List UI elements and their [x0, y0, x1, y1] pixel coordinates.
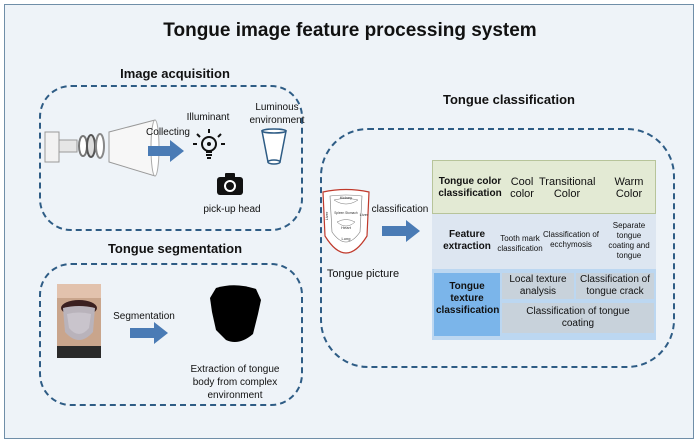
lampshade-icon [261, 128, 287, 165]
warm-color-cell: Warm Color [614, 176, 644, 200]
classification-table: Tongue color classification Cool color T… [432, 160, 656, 340]
local-texture-cell: Local texture analysis [509, 274, 567, 297]
tongue-color-row: Tongue color classification Cool color T… [432, 160, 656, 214]
collecting-arrow [148, 140, 184, 162]
classification-label: classification [371, 204, 429, 215]
tongue-texture-header-bg [434, 273, 500, 336]
tongue-map-label-lung: Lung [342, 236, 351, 241]
ecchymosis-cell: Classification of ecchymosis [542, 230, 600, 249]
classification-arrow [382, 220, 420, 242]
segmentation-label: Segmentation [113, 311, 175, 322]
segmented-tongue-mask [210, 285, 261, 342]
image-acquisition-heading: Image acquisition [120, 66, 230, 81]
tongue-map-label-liver-right: Liver [360, 212, 369, 217]
pickup-head-label: pick-up head [203, 204, 261, 215]
photo-camera-icon [217, 173, 243, 195]
image-acquisition-panel [39, 85, 303, 231]
collecting-label: Collecting [146, 127, 190, 138]
separate-coating-cell: Separate tongue coating and tongue [608, 221, 650, 260]
tongue-picture-label: Tongue picture [326, 268, 400, 280]
illuminant-label: Illuminant [186, 112, 230, 123]
tongue-segmentation-panel [39, 263, 303, 406]
extraction-label: Extraction of tongue body from complex e… [190, 364, 280, 401]
tongue-map-label-heart: Heart [341, 225, 352, 230]
feature-extraction-header: Feature extraction [443, 229, 491, 252]
camera-device-icon [44, 119, 160, 177]
tongue-coating-cell-bg [502, 303, 654, 333]
tongue-texture-header: Tongue texture classification [436, 281, 500, 316]
tongue-color-header: Tongue color classification [438, 176, 502, 199]
local-texture-cell-bg [502, 273, 574, 299]
tongue-crack-cell-bg [576, 273, 654, 299]
tongue-map-label-spleen-stomach: Spleen Stomach [334, 211, 358, 215]
tongue-map-icon: Kidney Liver Liver Spleen Stomach Heart … [322, 188, 370, 254]
tongue-photo [57, 284, 101, 358]
tongue-map-label-liver-left: Liver [324, 211, 329, 220]
feature-extraction-row: Feature extraction Tooth mark classifica… [432, 214, 656, 269]
segmentation-arrow [130, 322, 168, 344]
tooth-mark-cell: Tooth mark classification [497, 234, 543, 253]
cool-color-cell: Cool color [510, 176, 534, 200]
diagram-title: Tongue image feature processing system [163, 20, 537, 41]
luminous-environment-label: Luminous environment [249, 102, 305, 126]
lightbulb-icon [193, 129, 225, 159]
tongue-classification-panel [320, 128, 675, 368]
tongue-map-label-kidney: Kidney [340, 195, 352, 200]
transitional-color-cell: Transitional Color [539, 176, 596, 200]
tongue-coating-cell: Classification of tongue coating [526, 306, 630, 329]
tongue-texture-row: Tongue texture classification Local text… [432, 269, 656, 340]
tongue-classification-heading: Tongue classification [443, 92, 575, 107]
tongue-crack-cell: Classification of tongue crack [579, 274, 651, 297]
tongue-segmentation-heading: Tongue segmentation [107, 241, 243, 256]
